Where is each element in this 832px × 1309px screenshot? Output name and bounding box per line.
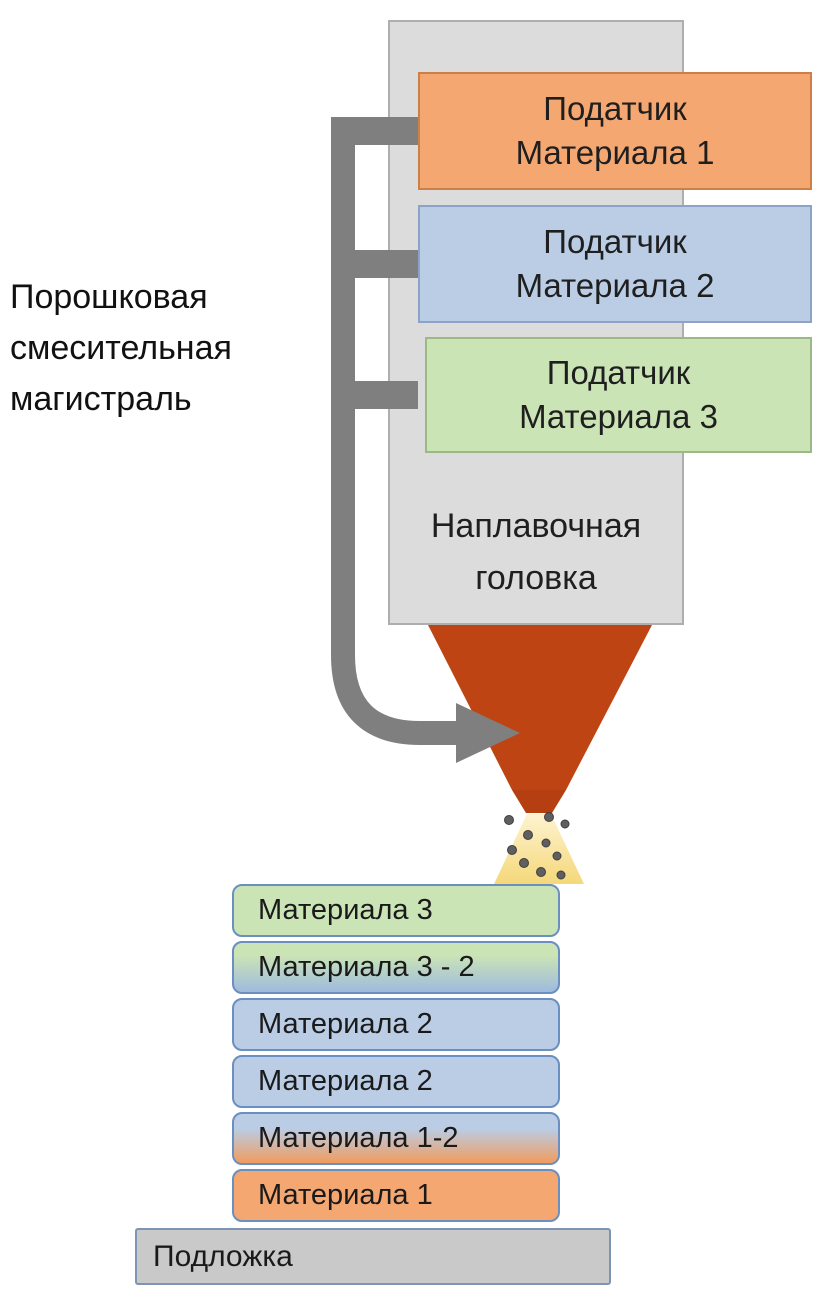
feeder-label-line2: Материала 1 — [515, 134, 715, 171]
layer-material-3-2: Материала 3 - 2 — [232, 941, 560, 994]
feeder-material-1-box: Податчик Материала 1 — [418, 72, 812, 190]
feeder-label-line1: Податчик — [546, 354, 691, 391]
substrate-bar: Подложка — [135, 1228, 611, 1285]
layer-label: Материала 3 - 2 — [258, 951, 475, 983]
layer-label: Материала 2 — [258, 1008, 433, 1040]
deposition-head-label: Наплавочная головка — [388, 500, 684, 604]
feeder-material-3-box: Податчик Материала 3 — [425, 337, 812, 453]
head-label-line1: Наплавочная — [430, 507, 642, 545]
layer-label: Материала 1 — [258, 1179, 433, 1211]
layer-material-2-upper: Материала 2 — [232, 998, 560, 1051]
nozzle-icon — [428, 625, 652, 813]
powder-spray-icon — [494, 812, 584, 884]
powder-line-caption: Порошковая смесительная магистраль — [10, 272, 310, 425]
caption-line2: смесительная — [10, 329, 232, 367]
layer-material-1: Материала 1 — [232, 1169, 560, 1222]
layer-material-3: Материала 3 — [232, 884, 560, 937]
caption-line1: Порошковая — [10, 278, 208, 316]
feeder-label-line2: Материала 3 — [519, 398, 718, 435]
head-label-line2: головка — [475, 559, 597, 597]
substrate-label: Подложка — [153, 1239, 293, 1273]
layer-material-1-2: Материала 1-2 — [232, 1112, 560, 1165]
layer-label: Материала 2 — [258, 1065, 433, 1097]
feeder-label-line2: Материала 2 — [515, 267, 715, 304]
layer-material-2-lower: Материала 2 — [232, 1055, 560, 1108]
feeder-label-line1: Податчик — [543, 223, 687, 260]
layer-label: Материала 1-2 — [258, 1122, 459, 1154]
feeder-label-line1: Податчик — [543, 90, 687, 127]
caption-line3: магистраль — [10, 380, 192, 418]
layer-label: Материала 3 — [258, 894, 433, 926]
feeder-material-2-box: Податчик Материала 2 — [418, 205, 812, 323]
